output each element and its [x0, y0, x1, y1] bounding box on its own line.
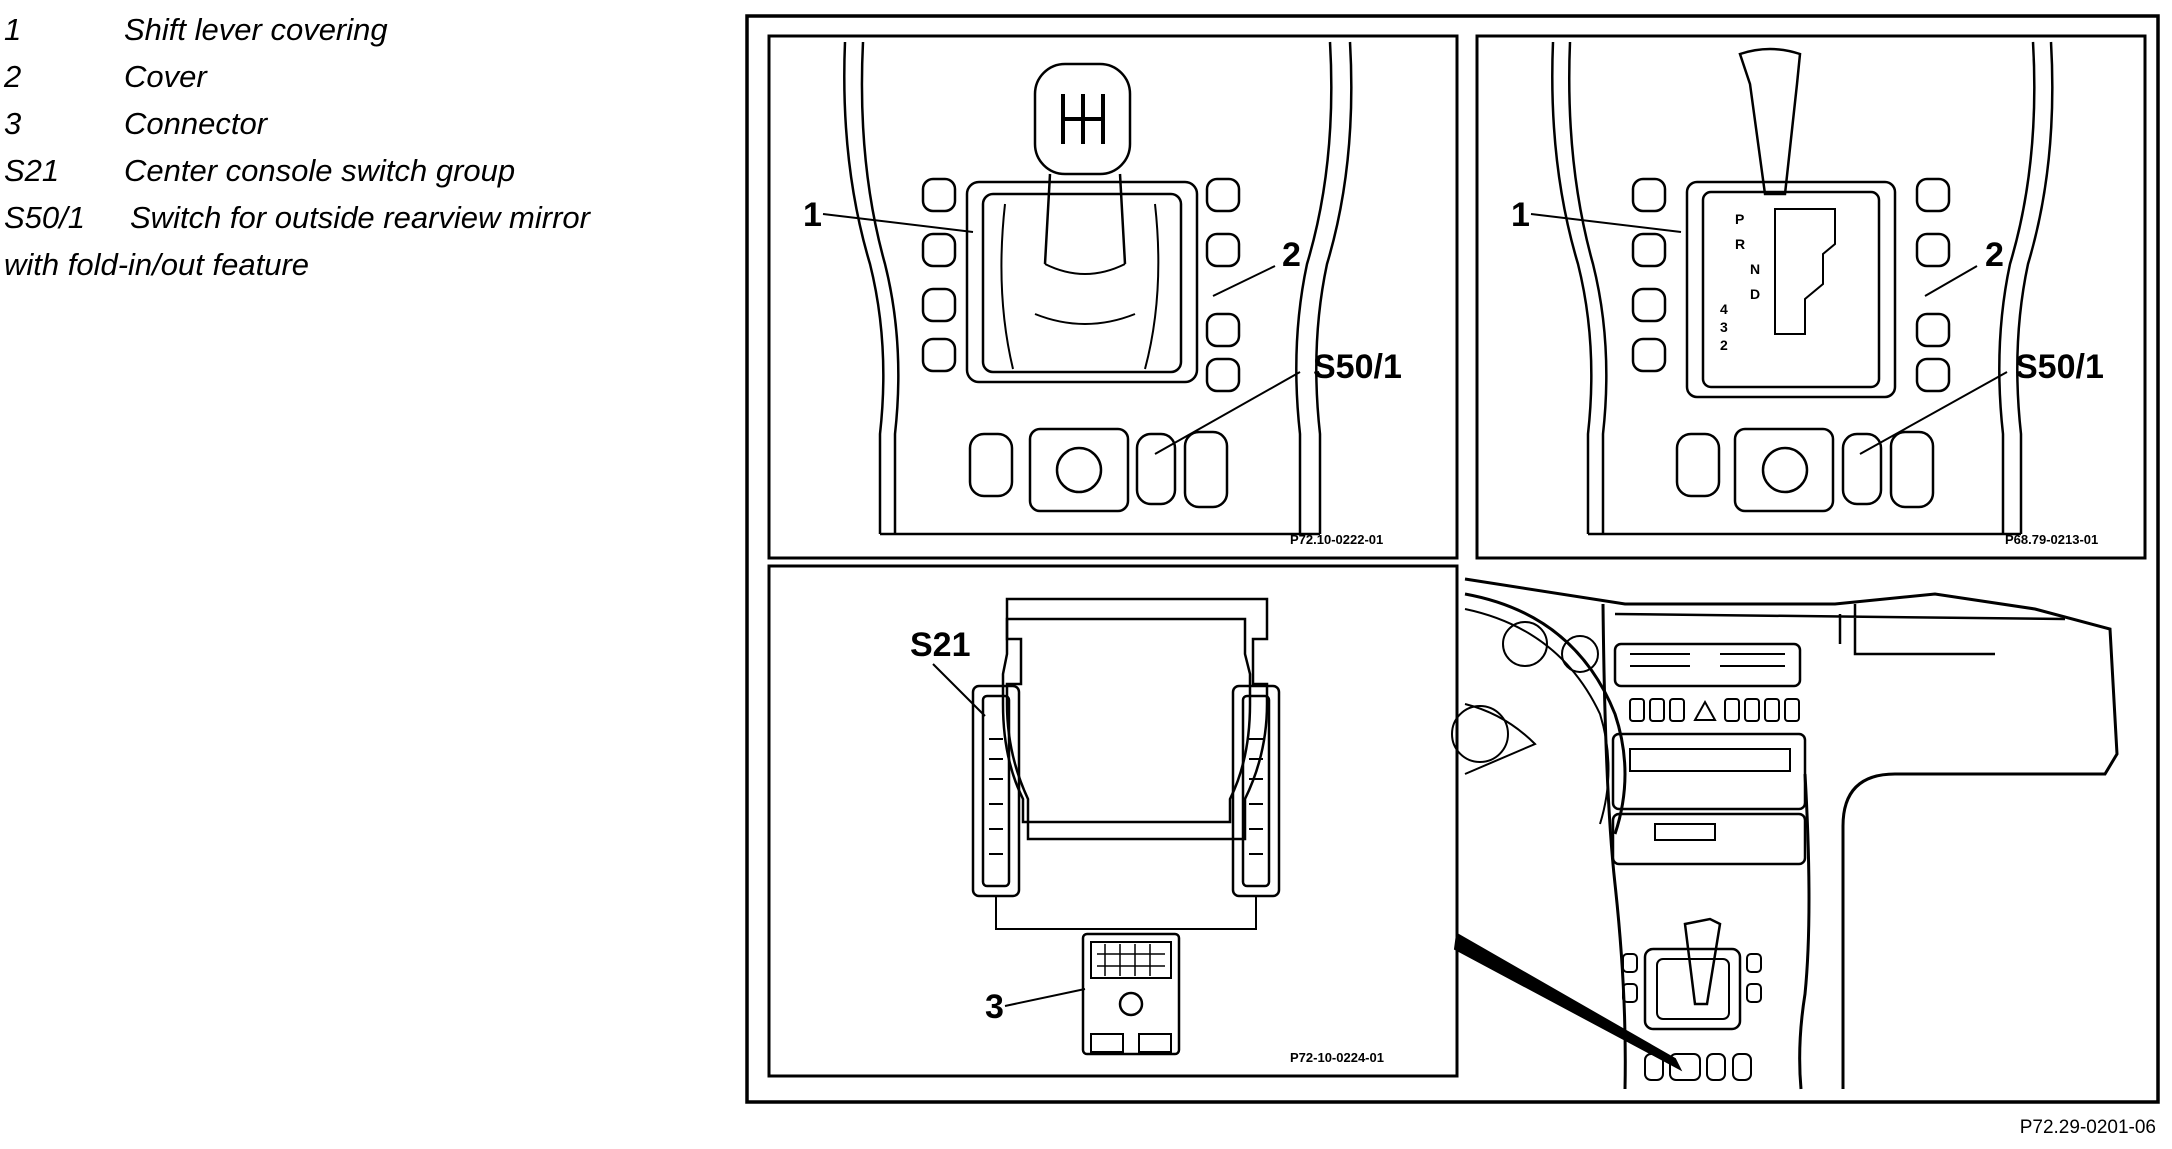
gear-knob — [1033, 62, 1132, 176]
climate-control — [1611, 812, 1807, 866]
panel-frame — [767, 564, 1459, 1078]
mirror-joystick — [1028, 427, 1130, 513]
gear-indicator: P R N D 4 3 2 — [1720, 211, 1760, 353]
panel-reference: P72.10-0222-01 — [1290, 532, 1383, 547]
air-vents — [1613, 642, 1802, 688]
switch-strip-left — [971, 684, 1021, 898]
connector — [1081, 932, 1181, 1056]
legend-text: Center console switch group — [124, 153, 516, 188]
label-2: 2 — [1985, 236, 2004, 274]
panel-reference: P72-10-0224-01 — [1290, 1050, 1384, 1065]
legend-text: Shift lever covering — [124, 12, 388, 47]
figure-frame — [745, 14, 2160, 1104]
pointer-arrow — [1453, 932, 1683, 1072]
switch-strip-right — [1231, 684, 1281, 898]
selector-lever — [1738, 47, 1802, 196]
gear-n: N — [1750, 261, 1760, 277]
gear-2: 2 — [1720, 337, 1728, 353]
switch-left — [1675, 432, 1721, 498]
gear-p: P — [1735, 211, 1744, 227]
panel-frame — [767, 34, 1459, 560]
gear-3: 3 — [1720, 319, 1728, 335]
switch-right — [1889, 430, 1935, 509]
label-1: 1 — [803, 196, 822, 234]
legend-continuation: with fold-in/out feature — [4, 247, 310, 282]
label-s50-1: S50/1 — [1313, 348, 1402, 386]
label-s50-1: S50/1 — [2015, 348, 2104, 386]
switch-left — [968, 432, 1014, 498]
gear-4: 4 — [1720, 301, 1728, 317]
dashboard-top — [1464, 577, 2119, 1089]
legend-text: Cover — [124, 59, 207, 94]
legend-key: 2 — [4, 59, 22, 94]
label-1: 1 — [1511, 196, 1530, 234]
shift-boot-opening — [965, 180, 1199, 384]
steering-wheel — [1464, 592, 1627, 835]
mirror-joystick — [1733, 427, 1835, 513]
panel-switch-group: S21 3 P72-10-0224-01 — [767, 564, 1459, 1078]
legend-key: 3 — [4, 106, 22, 141]
legend-key: 1 — [4, 12, 22, 47]
gear-selector-opening — [1685, 180, 1897, 399]
legend-item: S21 Center console switch group — [4, 147, 590, 194]
switch-group-frame — [1005, 597, 1269, 841]
legend-key: S50/1 — [4, 200, 86, 235]
label-2: 2 — [1282, 236, 1301, 274]
panel-manual-shift: 1 2 S50/1 P72.10-0222-01 — [767, 34, 1459, 560]
label-3: 3 — [985, 988, 1004, 1026]
switch-s50-1 — [1135, 432, 1177, 506]
label-s21: S21 — [910, 626, 971, 664]
console-switch-buttons — [1631, 177, 1951, 393]
panel-reference: P68.79-0213-01 — [2005, 532, 2098, 547]
gear-r: R — [1735, 236, 1745, 252]
console-switch-buttons — [921, 177, 1241, 393]
panel-dashboard-overview — [1451, 577, 2119, 1090]
legend-item: 3 Connector — [4, 100, 590, 147]
center-buttons — [1629, 698, 1800, 722]
legend-key: S21 — [4, 153, 60, 188]
legend-item: 2 Cover — [4, 53, 590, 100]
panel-automatic-shift: P R N D 4 3 2 1 2 S50/1 P68.79-0213-01 — [1475, 34, 2147, 560]
radio-unit — [1611, 732, 1807, 811]
legend-item: 1 Shift lever covering — [4, 6, 590, 53]
console-shifter — [1683, 917, 1722, 1006]
switch-s50-1 — [1841, 432, 1883, 506]
panel-frame — [1475, 34, 2147, 560]
diagram-figure: 1 2 S50/1 P72.10-0222-01 P R N D 4 3 2 — [745, 14, 2160, 1104]
figure-id: P72.29-0201-06 — [2019, 1117, 2156, 1138]
legend-text: Connector — [124, 106, 268, 141]
gear-d: D — [1750, 286, 1760, 302]
legend-text: Switch for outside rearview mirror — [130, 200, 590, 235]
legend-item: S50/1 Switch for outside rearview mirror — [4, 194, 590, 241]
switch-right — [1183, 430, 1229, 509]
